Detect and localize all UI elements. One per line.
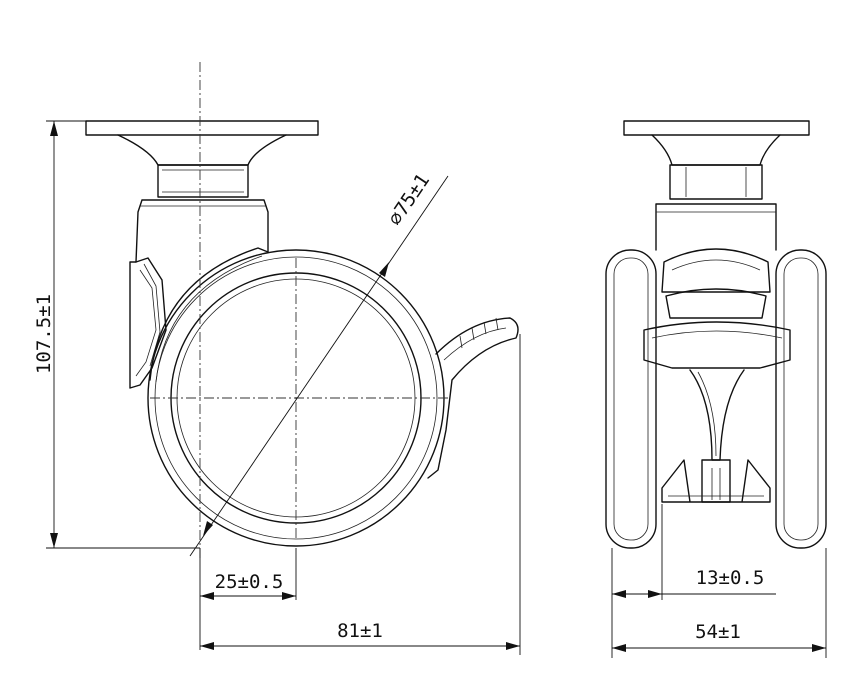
diameter-dimension: ⌀75±1 xyxy=(384,170,434,230)
front-stem xyxy=(669,164,763,200)
brake-lever xyxy=(427,317,519,479)
fork-leg xyxy=(129,257,167,389)
dimensions: 107.5±1 ⌀75±1 25±0.5 81±1 13±0.5 54±1 xyxy=(33,120,827,658)
side-view xyxy=(85,62,519,560)
fork-arc xyxy=(149,247,269,381)
brake-plate xyxy=(643,321,791,369)
plate-width-dimension: 13±0.5 xyxy=(696,567,765,589)
front-top-plate xyxy=(623,120,810,136)
top-plate xyxy=(85,120,319,136)
left-wheel xyxy=(605,249,657,549)
total-width-dimension: 54±1 xyxy=(695,621,741,643)
front-fork xyxy=(655,203,777,251)
height-dimension: 107.5±1 xyxy=(33,294,55,374)
plate-neck xyxy=(117,134,287,166)
front-view xyxy=(605,120,827,549)
fork-top xyxy=(135,199,269,263)
hub-top xyxy=(661,248,771,293)
axle-housing xyxy=(661,459,771,503)
brake-arm xyxy=(689,369,745,461)
front-plate-neck xyxy=(651,134,781,166)
offset-dimension: 25±0.5 xyxy=(215,571,284,593)
length-dimension: 81±1 xyxy=(337,620,383,642)
right-wheel xyxy=(775,249,827,549)
hub-middle xyxy=(665,288,767,319)
stem xyxy=(157,164,249,198)
